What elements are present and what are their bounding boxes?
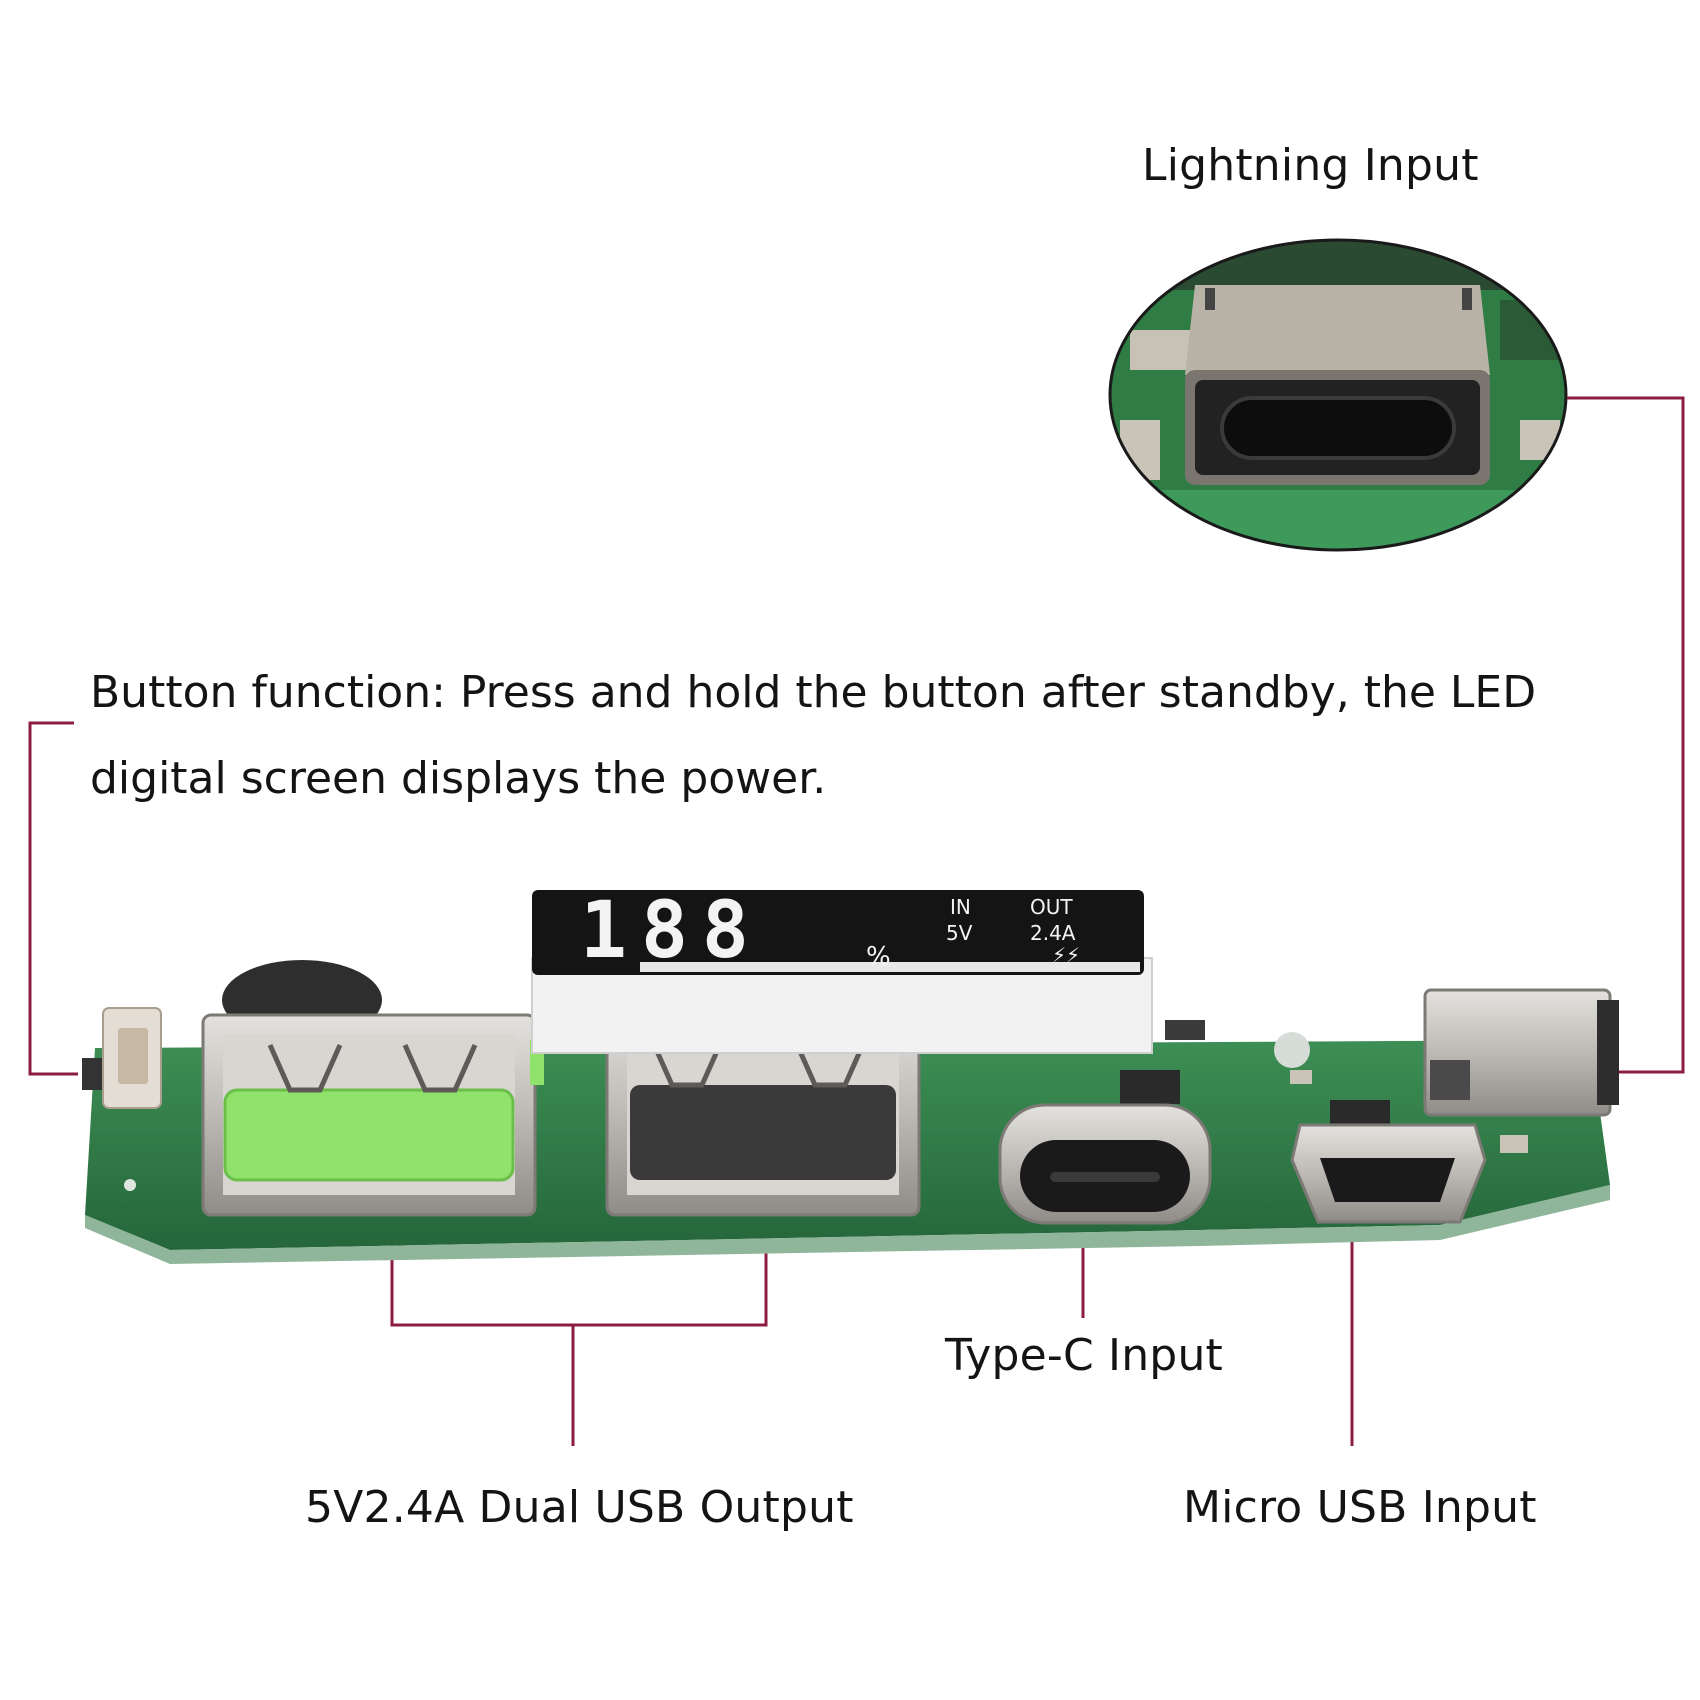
type-c-port bbox=[998, 1103, 1212, 1225]
lightning-input-label: Lightning Input bbox=[1142, 140, 1479, 191]
button-leader bbox=[28, 721, 78, 1076]
power-button bbox=[82, 1007, 162, 1109]
type-c-input-label: Type-C Input bbox=[945, 1330, 1223, 1381]
lightning-zoom-inset bbox=[1108, 238, 1568, 552]
dual-usb-leader bbox=[390, 1242, 768, 1327]
led-digits: 188 bbox=[580, 886, 763, 976]
usb-a-port-green bbox=[201, 1013, 544, 1217]
micro-usb-port bbox=[1290, 1123, 1487, 1224]
led-out-value: 2.4A bbox=[1030, 921, 1076, 945]
lightning-port bbox=[1423, 988, 1619, 1117]
micro-usb-input-label: Micro USB Input bbox=[1183, 1482, 1537, 1533]
led-display-module bbox=[531, 890, 1153, 1054]
led-out-label: OUT bbox=[1030, 895, 1073, 919]
led-in-label: IN bbox=[950, 895, 971, 919]
led-percent: % bbox=[866, 942, 891, 972]
usb-a-port-black bbox=[605, 1008, 921, 1217]
button-function-description: Button function: Press and hold the butt… bbox=[90, 667, 1537, 804]
lightning-bolt-icon: ⚡⚡ bbox=[1052, 943, 1080, 967]
lightning-leader bbox=[1567, 396, 1685, 1074]
led-in-value: 5V bbox=[946, 921, 973, 945]
dual-usb-output-label: 5V2.4A Dual USB Output bbox=[305, 1482, 854, 1533]
leader-lines bbox=[28, 396, 1685, 1446]
